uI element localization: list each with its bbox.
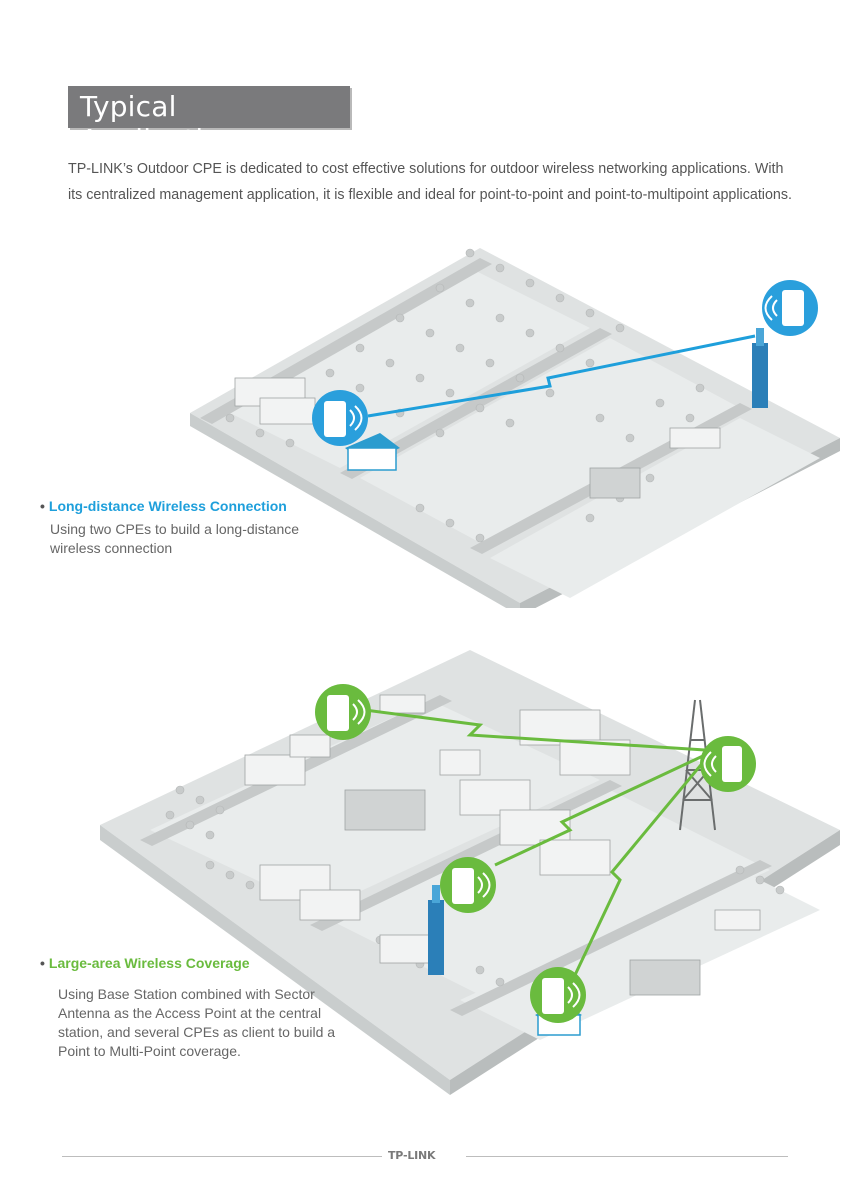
- large-area-illustration: [100, 650, 840, 1095]
- app-long-distance: •Long-distance Wireless Connection Using…: [40, 498, 320, 558]
- app-large-area: •Large-area Wireless Coverage Using Base…: [40, 955, 350, 1061]
- section-title-box: Typical Applications: [68, 86, 350, 156]
- app-large-area-title: •Large-area Wireless Coverage: [40, 955, 250, 971]
- footer-divider-right: [466, 1156, 788, 1157]
- app-large-area-description: Using Base Station combined with Sector …: [58, 986, 336, 1059]
- app-long-distance-title: •Long-distance Wireless Connection: [40, 498, 287, 514]
- app-long-distance-description: Using two CPEs to build a long-distance …: [50, 521, 300, 556]
- footer-divider-left: [62, 1156, 382, 1157]
- intro-paragraph: TP-LINK’s Outdoor CPE is dedicated to co…: [68, 161, 792, 203]
- tp-link-logo: TP-LINK: [388, 1149, 436, 1162]
- section-title: Typical Applications: [80, 90, 254, 156]
- long-distance-illustration: [190, 248, 840, 608]
